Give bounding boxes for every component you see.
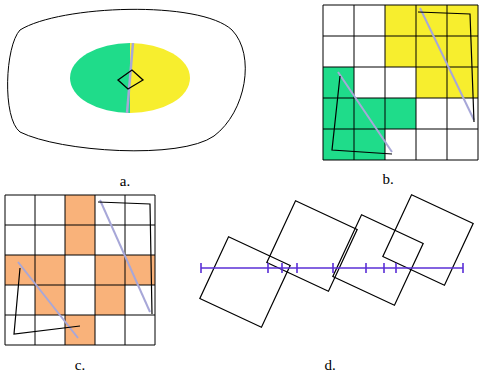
panel-label: b. bbox=[382, 170, 393, 188]
model-outline bbox=[8, 9, 246, 150]
square-chain bbox=[200, 195, 473, 327]
segment-line bbox=[201, 263, 463, 273]
grid-c bbox=[5, 195, 155, 345]
panel-label: c. bbox=[75, 356, 85, 374]
boundary-line bbox=[127, 43, 133, 113]
chart-quad bbox=[118, 70, 143, 89]
yellow-region bbox=[130, 43, 190, 113]
panel-label: a. bbox=[120, 172, 130, 190]
grid-b bbox=[323, 5, 478, 160]
panel-label: d. bbox=[324, 356, 335, 374]
